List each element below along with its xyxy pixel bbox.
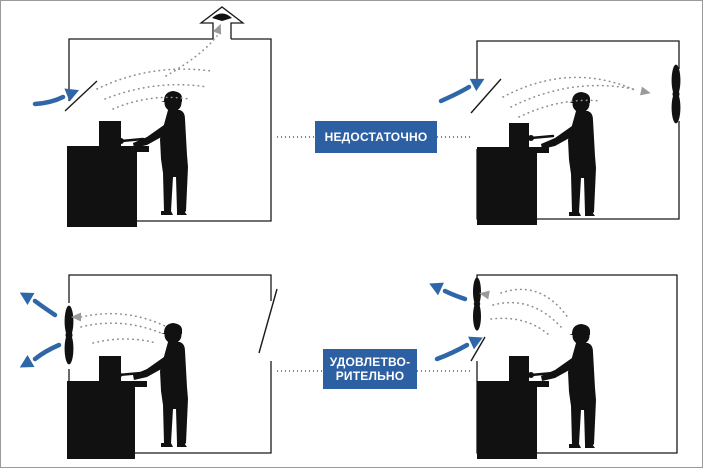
airflow-dotted-path [490, 317, 550, 336]
tool-tip [118, 138, 124, 144]
work-piece-box [99, 356, 121, 381]
airflow-dotted-path [492, 301, 562, 328]
exhaust-arrow-head [640, 86, 651, 96]
intake-arrow-shaft [32, 298, 58, 318]
fan-icon [473, 277, 481, 331]
airflow-dotted-path [502, 76, 638, 98]
work-piece-box [509, 123, 529, 147]
open-door-leaf [258, 288, 278, 354]
roof-vent-damper [212, 13, 232, 21]
worker-silhouette [541, 92, 596, 216]
window-pane [470, 336, 486, 362]
tool-tip [116, 372, 122, 378]
intake-arrow-head [19, 354, 35, 368]
intake-arrow-head [429, 282, 444, 296]
workbench-top [477, 147, 549, 153]
exhaust-arrow-head [71, 312, 81, 322]
workbench-top [67, 381, 147, 387]
workbench-cabinet [477, 153, 537, 225]
airflow-dotted-path [104, 83, 208, 100]
roof-vent-icon [199, 6, 245, 39]
verdict-satisfactory-badge: УДОВЛЕТВО- РИТЕЛЬНО [323, 349, 417, 389]
verdict-satisfactory-line1: УДОВЛЕТВО- [329, 355, 411, 369]
panel-fan-behind-worker [19, 274, 278, 459]
airflow-dotted-path [510, 84, 634, 108]
tool-tip [528, 372, 534, 378]
window-pane [470, 78, 502, 114]
workbench-top [67, 146, 149, 152]
worker-silhouette [133, 91, 188, 215]
work-piece-box [99, 121, 121, 146]
verdict-insufficient-label: НЕДОСТАТОЧНО [324, 130, 428, 144]
hand-tool [119, 137, 145, 143]
airflow-dotted-path [112, 96, 190, 110]
intake-arrow-shaft [32, 94, 66, 107]
airflow-dotted-path [500, 288, 570, 320]
panel-wall-fan-opposite [438, 40, 681, 225]
verdict-connectors [277, 136, 473, 372]
verdict-satisfactory-line2: РИТЕЛЬНО [335, 369, 405, 383]
work-piece-box [509, 356, 529, 381]
airflow-dotted-path [80, 312, 168, 328]
intake-arrow-head [468, 336, 483, 350]
intake-arrow-head [469, 78, 485, 92]
worker-silhouette [541, 324, 596, 448]
exhaust-arrow-head [212, 23, 222, 35]
workbench-cabinet [477, 387, 537, 459]
intake-arrow-shaft [32, 342, 62, 362]
intake-arrow-shaft [434, 342, 470, 362]
airflow-dotted-path [96, 68, 212, 90]
exhaust-arrow-head [479, 290, 490, 300]
panel-fan-near-intake [429, 274, 678, 459]
airflow-dotted-path [92, 338, 157, 344]
intake-arrow-head [64, 88, 80, 102]
airflow-dotted-path [165, 35, 218, 77]
hand-tool [529, 134, 555, 140]
fan-icon [64, 305, 74, 365]
tool-tip [528, 135, 534, 141]
workbench-cabinet [67, 387, 135, 459]
intake-arrow-head [19, 292, 35, 306]
window-pane [64, 80, 98, 112]
intake-arrow-shaft [438, 84, 472, 104]
workbench-cabinet [67, 152, 137, 227]
intake-arrow-shaft [442, 288, 468, 302]
fan-icon [671, 64, 681, 124]
verdict-insufficient-badge: НЕДОСТАТОЧНО [315, 121, 437, 153]
panel-roof-vent [32, 6, 272, 227]
workbench-top [477, 381, 549, 387]
airflow-dotted-path [80, 322, 162, 334]
